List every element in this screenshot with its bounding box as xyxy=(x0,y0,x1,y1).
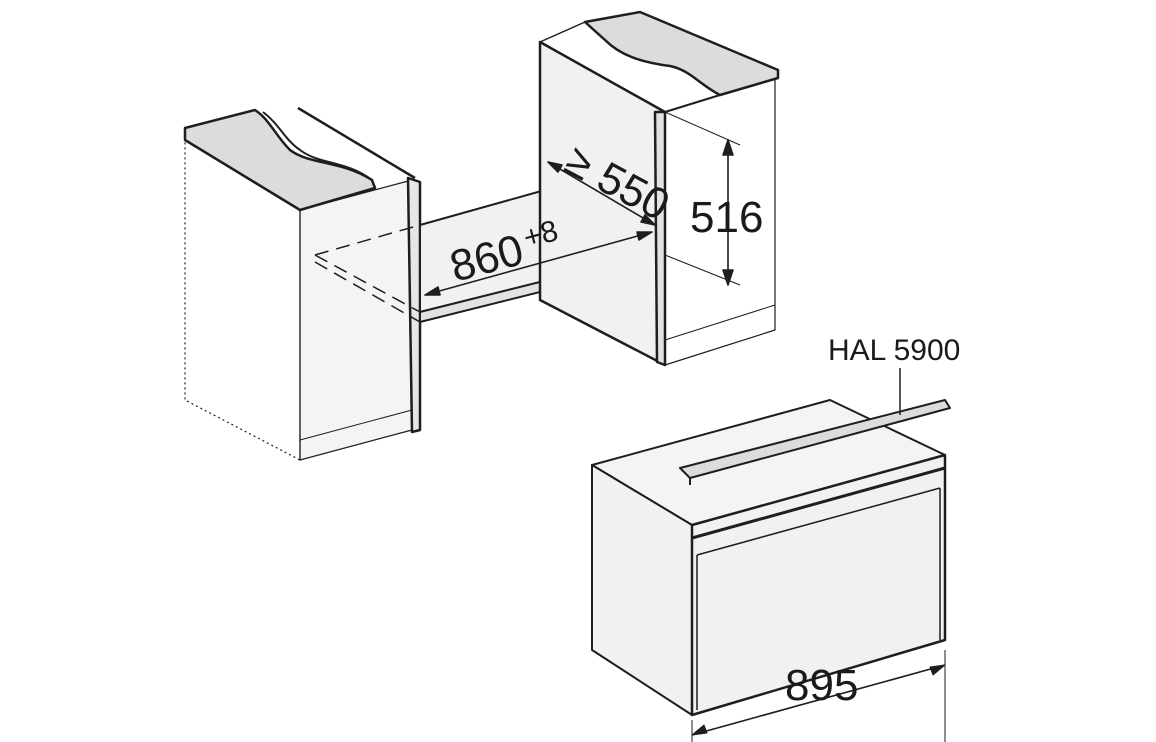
oven-appliance xyxy=(591,368,951,742)
left-cabinet xyxy=(183,106,422,461)
right-cabinet xyxy=(538,10,780,367)
handle-hal-5900 xyxy=(679,399,951,479)
height-dimension-label: 516 xyxy=(690,193,763,242)
appliance-width-label: 895 xyxy=(785,661,858,710)
accessory-label: HAL 5900 xyxy=(828,334,960,367)
dimension-lines xyxy=(424,111,741,296)
